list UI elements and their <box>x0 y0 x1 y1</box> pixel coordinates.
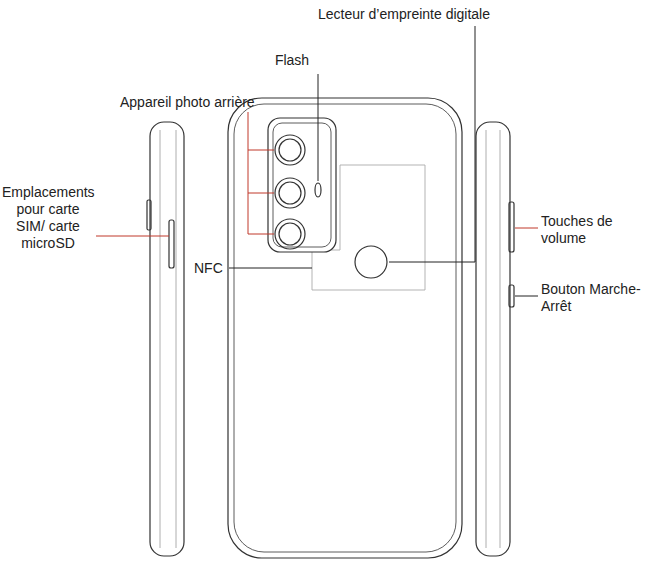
part-label: Touches de volume <box>541 213 613 247</box>
part-label: Emplacements pour carte SIM/ carte micro… <box>2 184 94 252</box>
part-label: NFC <box>194 260 228 277</box>
part-label: Appareil photo arrière <box>120 94 310 111</box>
part-label: Bouton Marche-Arrêt <box>541 281 641 315</box>
part-label: Flash <box>262 52 322 69</box>
part-label: Lecteur d’empreinte digitale <box>318 6 598 23</box>
